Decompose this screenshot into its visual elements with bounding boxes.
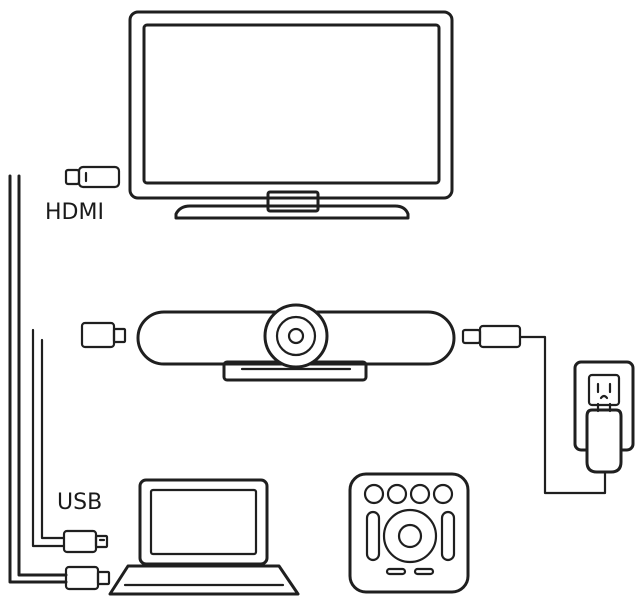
hdmi-label: HDMI [45, 200, 104, 225]
cable-bundle [8, 174, 68, 584]
camera-bar-icon [136, 303, 456, 382]
hdmi-connector-icon [64, 165, 121, 189]
usb-connector-icon [80, 321, 127, 349]
usb-connector-upper-icon [62, 529, 109, 554]
tv-icon [128, 10, 454, 220]
power-cable-connector-icon [461, 324, 607, 495]
usb-label: USB [57, 490, 102, 515]
remote-control-icon [348, 472, 470, 594]
usb-connector-lower-icon [64, 565, 111, 591]
laptop-icon [108, 478, 300, 596]
power-adapter-icon [585, 402, 623, 474]
